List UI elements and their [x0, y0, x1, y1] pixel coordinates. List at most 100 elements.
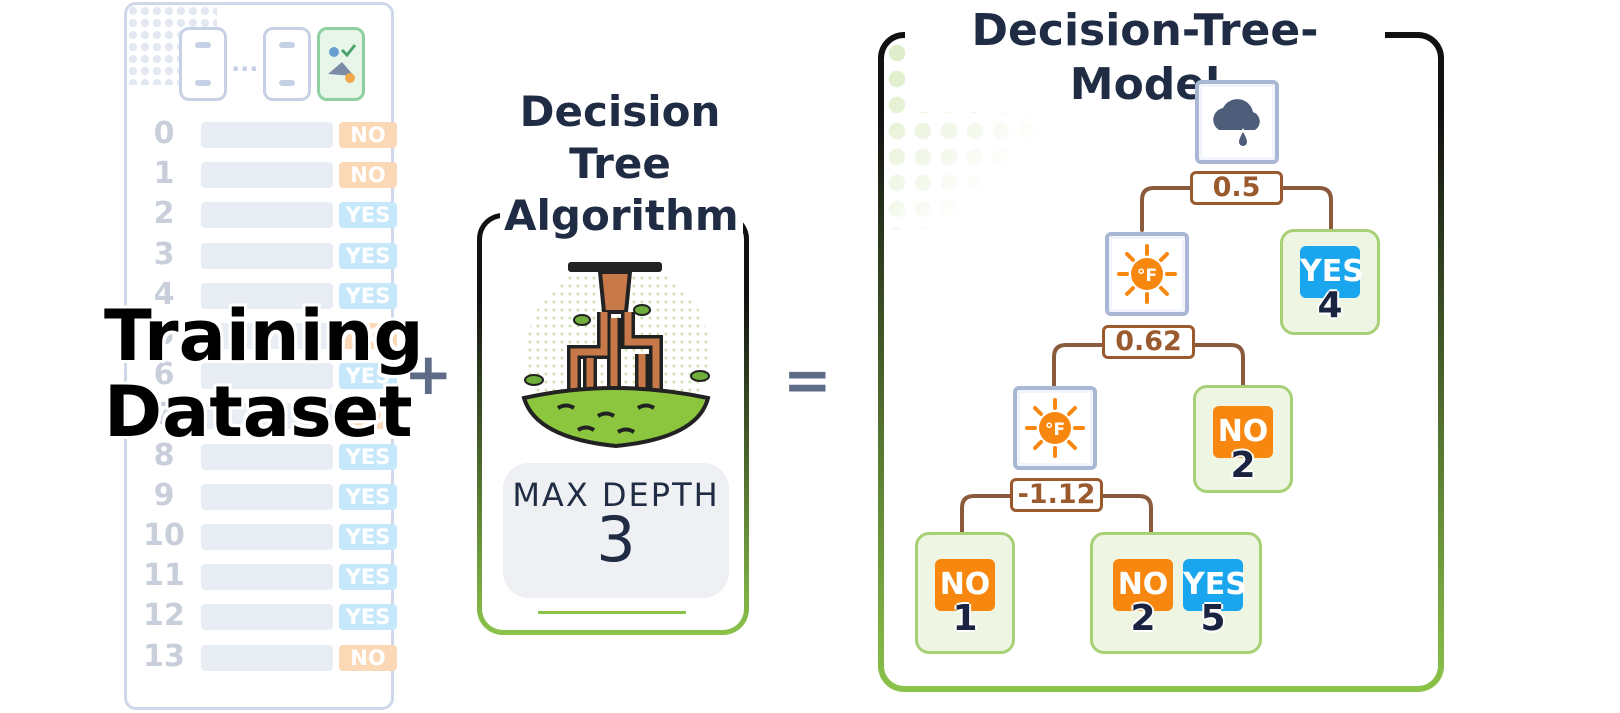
leaf-count: 2 [1230, 445, 1256, 486]
row-index: 13 [143, 638, 185, 674]
feature-placeholder-bar [201, 162, 333, 189]
title-line: Dataset [104, 371, 413, 453]
divider [538, 611, 686, 614]
title-line: Decision [519, 87, 721, 136]
row-label: YES [339, 524, 397, 550]
edge [960, 494, 1012, 538]
max-depth-box [503, 463, 729, 598]
threshold-label: -1.12 [1010, 478, 1103, 512]
row-index: 8 [153, 437, 175, 473]
dataset-row: 7 NO [139, 397, 397, 433]
row-index: 3 [153, 236, 175, 272]
feature-placeholder-bar [201, 242, 333, 269]
dataset-row: 10 YES [139, 518, 397, 553]
class-tag-no: NO [935, 559, 995, 611]
row-index: 7 [153, 397, 175, 433]
title-line: Tree [569, 139, 671, 188]
rain-cloud-icon [1213, 99, 1260, 148]
row-index: 4 [153, 276, 175, 312]
dataset-row: 13 NO [139, 638, 397, 674]
row-label: YES [339, 443, 397, 470]
dataset-row: 12 YES [139, 598, 397, 634]
label-icon [328, 44, 357, 83]
leaf-count: 2 [1130, 598, 1156, 639]
row-index: 12 [143, 598, 185, 634]
threshold-label: 0.5 [1190, 171, 1283, 205]
row-index: 6 [153, 357, 175, 393]
algorithm-title: Decision Tree Algorithm [500, 86, 743, 242]
row-index: 0 [153, 116, 175, 151]
row-index: 9 [153, 477, 175, 513]
row-label: NO [339, 403, 397, 430]
row-index: 1 [153, 156, 175, 192]
class-tag-no: NO [1213, 406, 1273, 458]
feature-placeholder-bar [201, 644, 333, 671]
row-label: YES [339, 363, 397, 390]
class-tag-no: NO [1113, 559, 1173, 611]
plus-operator: + [404, 340, 453, 408]
row-index: 5 [153, 317, 175, 352]
dataset-row: 1 NO [139, 156, 397, 192]
row-label: YES [339, 282, 397, 309]
sun-fahrenheit-icon: °F [1025, 398, 1085, 458]
row-label: YES [339, 483, 397, 510]
target-column-icon [317, 27, 365, 101]
feature-placeholder-bar [201, 443, 333, 470]
svg-text:°F: °F [1045, 420, 1065, 440]
title-line: Algorithm [500, 190, 743, 242]
row-index: 2 [153, 196, 175, 232]
feature-placeholder-bar [201, 524, 333, 550]
dataset-row: 3 YES [139, 236, 397, 272]
feature-placeholder-bar [201, 403, 333, 430]
leaf-node: NO 2 [1193, 385, 1293, 493]
edge [1101, 494, 1153, 538]
class-tag-yes: YES [1300, 246, 1364, 298]
training-dataset-title: Training Dataset [104, 295, 424, 453]
title-line: Training [104, 295, 424, 377]
row-label: YES [339, 604, 397, 631]
row-label: NO [339, 323, 397, 349]
edge [1052, 343, 1104, 387]
decision-node-level3: °F [1013, 386, 1097, 470]
decision-node-root [1195, 80, 1279, 164]
class-tag-yes: YES [1183, 559, 1247, 611]
leaf-count: 1 [952, 598, 978, 639]
feature-placeholder-bar [201, 323, 333, 349]
ellipsis-icon: ··· [231, 55, 259, 83]
max-depth-value: 3 [596, 503, 636, 576]
feature-placeholder-bar [201, 483, 333, 510]
equals-operator: = [783, 346, 832, 414]
dataset-row: 6 YES [139, 357, 397, 393]
feature-placeholder-bar [201, 282, 333, 309]
max-depth-label: MAX DEPTH [512, 476, 720, 514]
row-label: YES [339, 202, 397, 229]
feature-placeholder-bar [201, 363, 333, 390]
sun-fahrenheit-icon: °F [1117, 244, 1177, 304]
row-label: YES [339, 242, 397, 269]
row-label: NO [339, 122, 397, 148]
dataset-row: 8 YES [139, 437, 397, 473]
row-label: NO [339, 162, 397, 189]
dataset-row: 9 YES [139, 477, 397, 513]
dataset-row: 5 NO [139, 317, 397, 352]
feature-placeholder-bar [201, 564, 333, 591]
leaf-count: 4 [1317, 285, 1343, 326]
dataset-row: 4 YES [139, 276, 397, 312]
feature-column-icon [179, 27, 227, 101]
feature-placeholder-bar [201, 202, 333, 229]
decision-node-level2: °F [1105, 232, 1189, 316]
row-label: NO [339, 644, 397, 671]
threshold-label: 0.62 [1102, 325, 1195, 359]
leaf-node: NO 2 YES 5 [1090, 532, 1262, 654]
leaf-count: 5 [1200, 598, 1226, 639]
model-title: Decision-Tree-Model [905, 4, 1385, 112]
row-index: 11 [143, 558, 185, 594]
feature-placeholder-bar [201, 122, 333, 148]
leaf-node: NO 1 [915, 532, 1015, 654]
row-index: 10 [143, 518, 185, 553]
svg-text:°F: °F [1137, 266, 1157, 286]
dataset-row: 0 NO [139, 116, 397, 151]
